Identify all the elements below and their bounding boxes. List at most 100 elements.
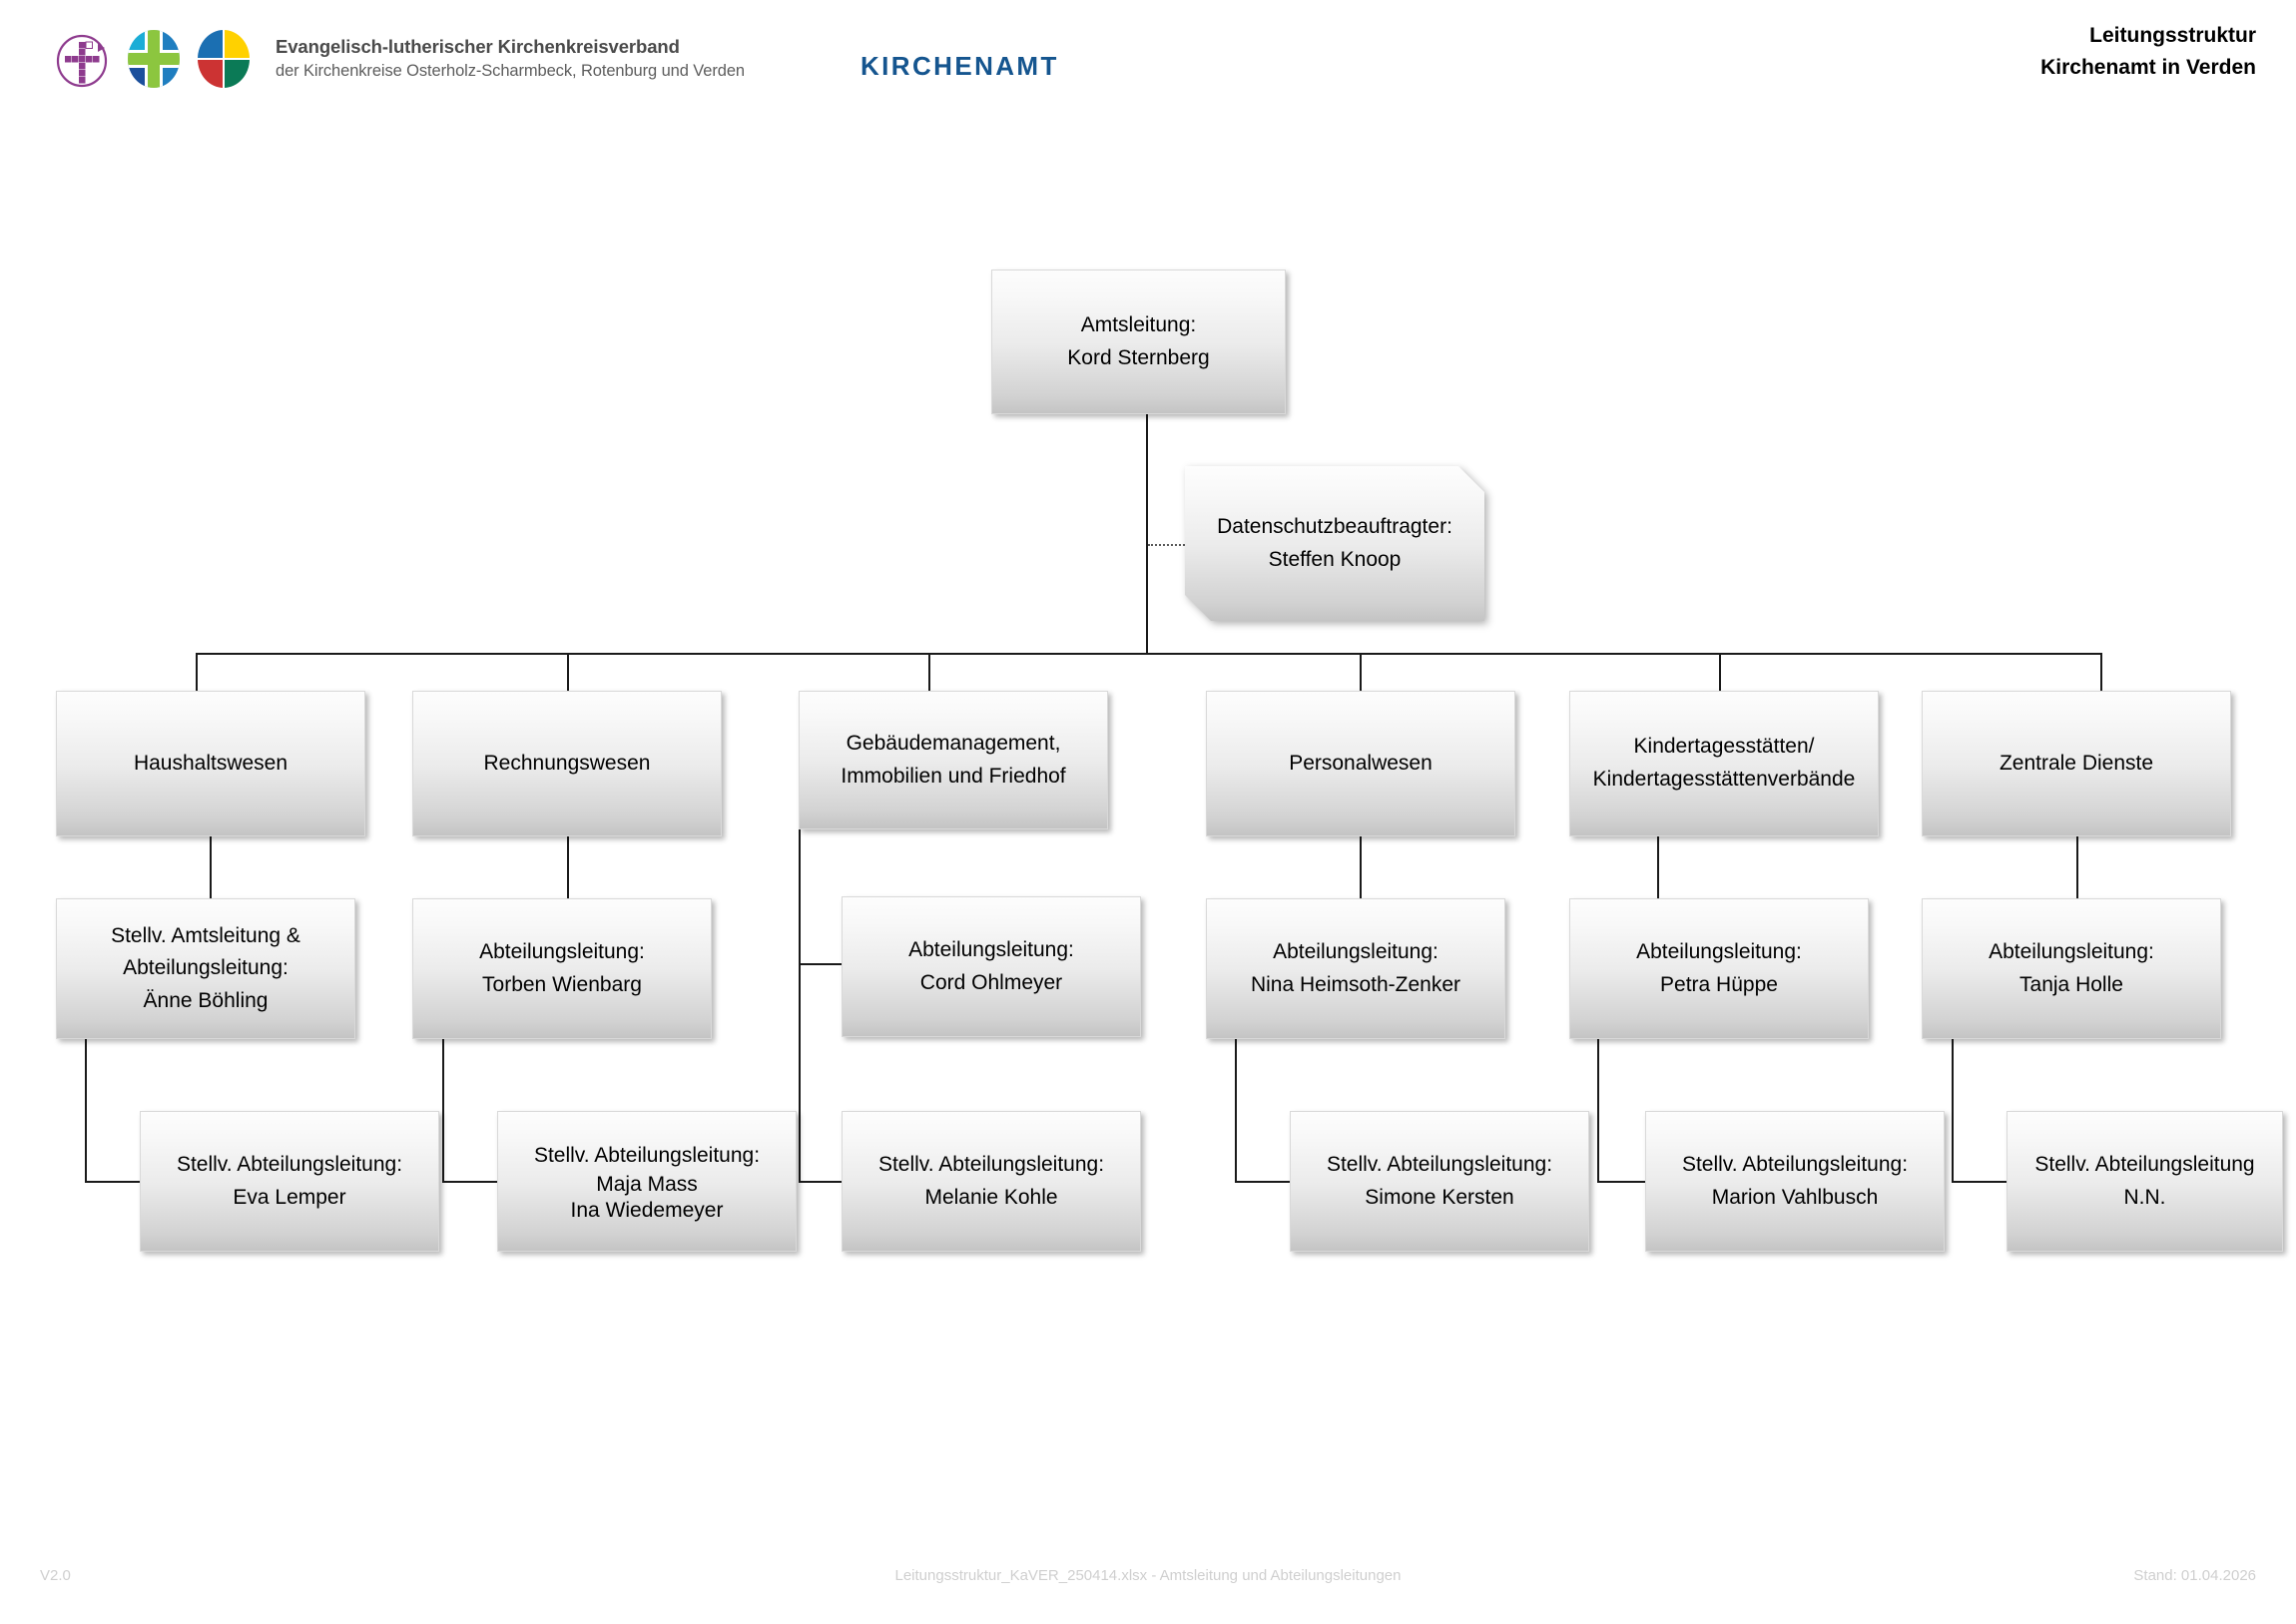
node-deputy-personalwesen[interactable]: Stellv. Abteilungsleitung: Simone Kerste… (1290, 1111, 1589, 1252)
node-amtsleitung-name: Kord Sternberg (1067, 345, 1210, 369)
footer-filename: Leitungsstruktur_KaVER_250414.xlsx - Amt… (894, 1567, 1402, 1584)
connector-drop-dept-6 (2100, 653, 2102, 691)
connector-staff-dotted (1148, 544, 1188, 546)
deputy2-name2: Ina Wiedemeyer (570, 1198, 724, 1222)
connector-dept6-to-lead (2076, 836, 2078, 898)
deputy4-role: Stellv. Abteilungsleitung: (1326, 1152, 1553, 1176)
dept3-title-line2: Immobilien und Friedhof (841, 764, 1066, 788)
dept5-title-line2: Kindertagesstättenverbände (1592, 768, 1856, 791)
lead6-name: Tanja Holle (2019, 972, 2123, 996)
node-datenschutzbeauftragter[interactable]: Datenschutzbeauftragter: Steffen Knoop (1185, 466, 1484, 621)
kirchenamt-wordmark: KIRCHENAMT (861, 51, 1059, 81)
deputy2-role: Stellv. Abteilungsleitung: (533, 1143, 761, 1167)
deputy5-role: Stellv. Abteilungsleitung: (1681, 1152, 1909, 1176)
dept4-title-line1: Personalwesen (1289, 751, 1433, 775)
connector-dept3-to-deputy (799, 1181, 843, 1183)
lead5-name: Petra Hüppe (1660, 972, 1778, 996)
lead2-role-line1: Abteilungsleitung: (479, 939, 645, 963)
connector-lead6-elbow-h (1952, 1181, 2007, 1183)
connector-drop-dept-2 (567, 653, 569, 691)
four-quadrant-circle-icon (198, 30, 250, 88)
node-department-personalwesen[interactable]: Personalwesen (1206, 691, 1515, 836)
node-department-haushaltswesen[interactable]: Haushaltswesen (56, 691, 365, 836)
footer-stand: Stand: 01.04.2026 (2133, 1567, 2256, 1584)
deputy1-name: Eva Lemper (233, 1185, 346, 1209)
connector-dept3-to-lead (799, 963, 843, 965)
connector-root-trunk (1146, 414, 1148, 654)
connector-dept1-to-lead (210, 836, 212, 898)
organization-logo: Evangelisch-lutherischer Kirchenkreisver… (52, 28, 745, 90)
node-amtsleitung-role: Amtsleitung: (1080, 312, 1197, 336)
deputy3-name: Melanie Kohle (924, 1185, 1058, 1209)
node-lead-zentrale-dienste[interactable]: Abteilungsleitung: Tanja Holle (1922, 898, 2221, 1039)
connector-lead5-elbow-h (1597, 1181, 1645, 1183)
node-lead-rechnungswesen[interactable]: Abteilungsleitung: Torben Wienbarg (412, 898, 712, 1039)
page-title: Leitungsstruktur Kirchenamt in Verden (2040, 20, 2256, 83)
deputy2-name: Maja Mass (596, 1173, 698, 1197)
node-department-gebaeudemanagement[interactable]: Gebäudemanagement, Immobilien und Friedh… (799, 691, 1108, 829)
page-footer: V2.0 Leitungsstruktur_KaVER_250414.xlsx … (0, 1557, 2296, 1624)
connector-dept2-to-lead (567, 836, 569, 898)
lead3-role-line1: Abteilungsleitung: (908, 937, 1074, 961)
node-department-zentrale-dienste[interactable]: Zentrale Dienste (1922, 691, 2231, 836)
green-cross-circle-icon (128, 30, 180, 88)
page-title-line1: Leitungsstruktur (2089, 24, 2256, 47)
connector-lead6-elbow-v (1952, 1039, 1954, 1181)
node-datenschutz-role: Datenschutzbeauftragter: (1217, 514, 1452, 538)
node-deputy-zentrale-dienste[interactable]: Stellv. Abteilungsleitung N.N. (2007, 1111, 2283, 1252)
dept3-title-line1: Gebäudemanagement, (846, 731, 1061, 755)
connector-hub-bar (196, 653, 2102, 655)
lead3-name: Cord Ohlmeyer (919, 970, 1063, 994)
connector-drop-dept-4 (1360, 653, 1362, 691)
connector-dept3-trunk (799, 829, 801, 1181)
org-name-line2: der Kirchenkreise Osterholz-Scharmbeck, … (276, 62, 745, 81)
node-department-rechnungswesen[interactable]: Rechnungswesen (412, 691, 722, 836)
deputy6-name: N.N. (2123, 1185, 2166, 1209)
lead1-role-line1: Stellv. Amtsleitung & (111, 923, 300, 947)
dept1-title-line1: Haushaltswesen (133, 751, 288, 775)
connector-lead2-elbow-v (442, 1039, 444, 1181)
node-department-kindertagesstaetten[interactable]: Kindertagesstätten/ Kindertagesstättenve… (1569, 691, 1879, 836)
deputy5-name: Marion Vahlbusch (1711, 1185, 1879, 1209)
connector-lead1-elbow-v (85, 1039, 87, 1181)
node-deputy-kindertagesstaetten[interactable]: Stellv. Abteilungsleitung: Marion Vahlbu… (1645, 1111, 1945, 1252)
purple-pixel-cross-icon (56, 34, 108, 88)
connector-lead2-elbow-h (442, 1181, 497, 1183)
page-header: Evangelisch-lutherischer Kirchenkreisver… (0, 0, 2296, 120)
node-lead-kindertagesstaetten[interactable]: Abteilungsleitung: Petra Hüppe (1569, 898, 1869, 1039)
node-datenschutz-name: Steffen Knoop (1268, 547, 1402, 571)
dept6-title-line1: Zentrale Dienste (1999, 751, 2154, 775)
node-deputy-gebaeudemanagement[interactable]: Stellv. Abteilungsleitung: Melanie Kohle (842, 1111, 1141, 1252)
org-name-line1: Evangelisch-lutherischer Kirchenkreisver… (276, 36, 680, 58)
connector-drop-dept-3 (928, 653, 930, 691)
connector-drop-dept-1 (196, 653, 198, 691)
node-lead-haushaltswesen[interactable]: Stellv. Amtsleitung & Abteilungsleitung:… (56, 898, 355, 1039)
lead1-name: Änne Böhling (143, 988, 269, 1012)
lead4-name: Nina Heimsoth-Zenker (1250, 972, 1461, 996)
dept2-title-line1: Rechnungswesen (483, 751, 651, 775)
org-chart: Amtsleitung: Kord Sternberg Datenschutzb… (56, 270, 2283, 1252)
node-deputy-rechnungswesen[interactable]: Stellv. Abteilungsleitung: Maja Mass Ina… (497, 1111, 797, 1252)
connector-drop-dept-5 (1719, 653, 1721, 691)
page-title-line2: Kirchenamt in Verden (2040, 55, 2256, 79)
node-lead-gebaeudemanagement[interactable]: Abteilungsleitung: Cord Ohlmeyer (842, 896, 1141, 1037)
connector-lead4-elbow-h (1235, 1181, 1290, 1183)
node-amtsleitung[interactable]: Amtsleitung: Kord Sternberg (991, 270, 1286, 414)
deputy3-role: Stellv. Abteilungsleitung: (877, 1152, 1105, 1176)
lead4-role-line1: Abteilungsleitung: (1273, 939, 1438, 963)
connector-dept4-to-lead (1360, 836, 1362, 898)
node-deputy-haushaltswesen[interactable]: Stellv. Abteilungsleitung: Eva Lemper (140, 1111, 439, 1252)
node-lead-personalwesen[interactable]: Abteilungsleitung: Nina Heimsoth-Zenker (1206, 898, 1505, 1039)
deputy6-role: Stellv. Abteilungsleitung (2034, 1152, 2255, 1176)
deputy4-name: Simone Kersten (1365, 1185, 1514, 1209)
lead5-role-line1: Abteilungsleitung: (1636, 939, 1802, 963)
footer-version: V2.0 (40, 1567, 71, 1584)
lead2-name: Torben Wienbarg (482, 972, 642, 996)
organization-name: Evangelisch-lutherischer Kirchenkreisver… (276, 35, 745, 82)
lead6-role-line1: Abteilungsleitung: (1989, 939, 2154, 963)
dept5-title-line1: Kindertagesstätten/ (1633, 735, 1815, 759)
connector-lead5-elbow-v (1597, 1039, 1599, 1181)
deputy1-role: Stellv. Abteilungsleitung: (176, 1152, 403, 1176)
connector-dept5-to-lead (1657, 836, 1659, 898)
